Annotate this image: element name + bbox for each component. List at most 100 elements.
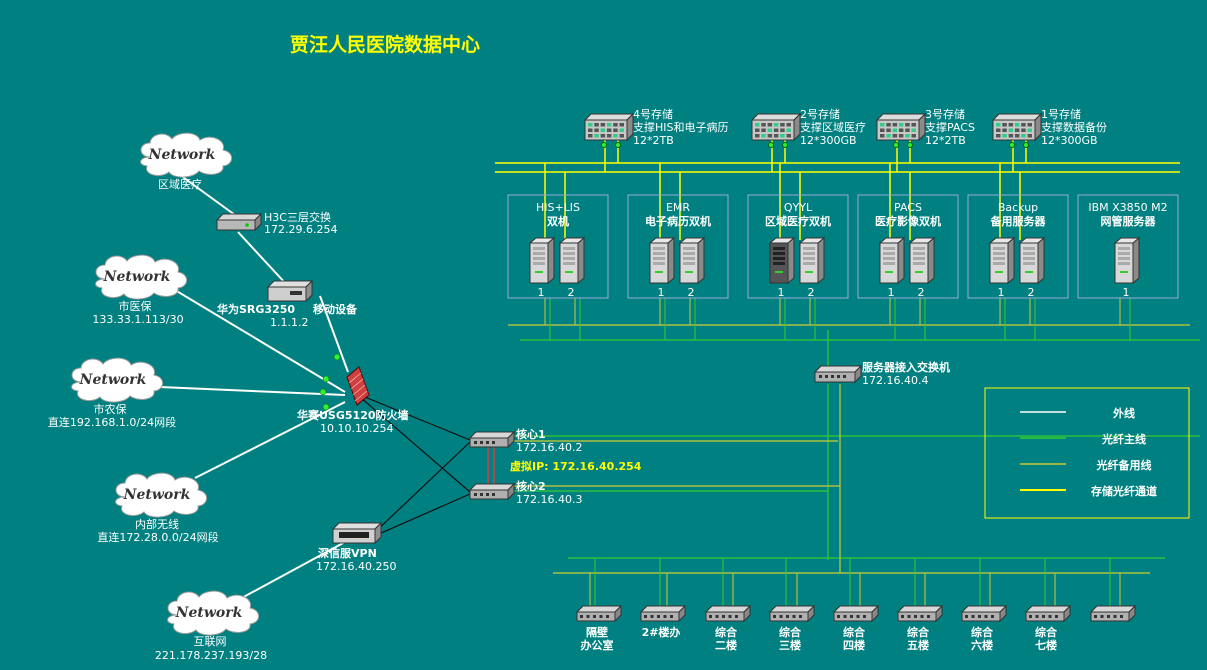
server-node-number: 1 [888,286,895,299]
server-switch-ip: 172.16.40.4 [862,374,928,387]
legend-label: 外线 [1112,406,1135,420]
cloud-label: Network [79,372,147,388]
line-cloud5-vpn [237,541,346,601]
server-cluster-name: PACS [894,201,922,214]
cloud-label: Network [103,269,171,285]
router-icon [266,279,314,303]
line-fw-core2 [359,396,471,493]
access-switch-label: 综合 [715,625,738,639]
cloud-caption: 市农保 [94,402,127,416]
storage-capacity: 12*300GB [800,134,857,147]
vpn-ip: 172.16.40.250 [316,560,396,573]
core2-ip: 172.16.40.3 [516,493,582,506]
srg-ip: 1.1.1.2 [270,316,308,329]
server-cluster-role: 区域医疗双机 [765,214,831,228]
storage-purpose: 支撑区域医疗 [800,120,866,134]
line-cloud1-h3c [179,174,236,216]
h3c-name: H3C三层交换 [264,210,331,224]
access-switch-label: 综合 [779,625,802,639]
access-switch-icon: 2#楼办 [639,604,687,639]
srg-name: 华为SRG3250 [217,302,295,316]
server-cluster-name: EMR [666,201,690,214]
cloud-address: 直连192.168.1.0/24网段 [48,415,176,429]
srg-extra: 移动设备 [313,302,358,316]
cloud-label: Network [123,487,191,503]
cloud-address: 221.178.237.193/28 [155,649,267,662]
core2-name: 核心2 [516,479,546,493]
storage-capacity: 12*300GB [1041,134,1098,147]
storage-name: 4号存储 [633,107,673,121]
server-cluster-role: 医疗影像双机 [875,214,941,228]
core2-switch-icon [468,482,516,501]
firewall-icon [346,366,370,406]
server-node-number: 1 [998,286,1005,299]
server-tower-icon: 1 [878,236,906,299]
access-switch-label: 2#楼办 [642,625,681,639]
server-node-number: 1 [1123,286,1130,299]
storage-capacity: 12*2TB [633,134,674,147]
server-tower-icon: 1 [768,236,796,299]
server-tower-icon: 1 [528,236,556,299]
h3c-ip: 172.29.6.254 [264,223,337,236]
connection-lines [159,140,1200,607]
server-tower-icon: 2 [558,236,586,299]
server-tower-icon: 1 [648,236,676,299]
server-cluster-role: 网管服务器 [1101,214,1157,228]
virtual-ip: 虚拟IP: 172.16.40.254 [510,459,642,473]
access-switch-icon [1089,604,1137,623]
access-switch-label: 综合 [843,625,866,639]
server-cluster-role: 电子病历双机 [645,214,711,228]
storage-purpose: 支撑HIS和电子病历 [633,120,729,134]
server-node-number: 2 [918,286,925,299]
access-switch-label: 综合 [1035,625,1058,639]
storage-name: 1号存储 [1041,107,1081,121]
server-access-switch-icon [813,364,863,384]
legend-item: 存储光纤通道 [1020,484,1157,498]
core1-switch-icon [468,430,516,449]
storage-name: 3号存储 [925,107,965,121]
core1-name: 核心1 [516,427,546,441]
server-tower-icon: 2 [908,236,936,299]
cloud-label: Network [148,147,216,163]
cloud-address: 133.33.1.113/30 [92,313,183,326]
cloud-internet: Network [167,590,260,636]
diagram-title: 贾汪人民医院数据中心 [290,33,480,56]
legend-label: 光纤主线 [1101,432,1146,446]
storage-purpose: 支撑PACS [925,120,975,134]
cloud-rural-insurance: Network [71,357,164,403]
cloud-caption: 互联网 [194,635,227,648]
server-node-number: 1 [538,286,545,299]
server-tower-icon: 2 [1018,236,1046,299]
server-cluster-role: 备用服务器 [990,214,1047,228]
access-switch-sublabel: 二楼 [715,638,737,652]
line-cloud3-fw [159,386,346,396]
core1-ip: 172.16.40.2 [516,441,582,454]
server-cluster-name: HIS+LIS [536,201,580,214]
server-cluster-role: 双机 [547,214,569,228]
storage-purpose: 支撑数据备份 [1041,120,1107,134]
server-cluster-name: QYYL [784,201,813,214]
access-switch-sublabel: 五楼 [907,638,929,652]
vpn-icon [331,521,383,545]
server-tower-icon: 1 [988,236,1016,299]
server-cluster-name: IBM X3850 M2 [1088,201,1167,214]
cloud-caption: 内部无线 [135,517,179,531]
server-node-number: 2 [1028,286,1035,299]
cloud-wireless: Network [115,472,208,518]
line-srg-fw [319,295,349,373]
line-h3c-srg [237,231,288,286]
legend-item: 光纤主线 [1020,432,1146,446]
